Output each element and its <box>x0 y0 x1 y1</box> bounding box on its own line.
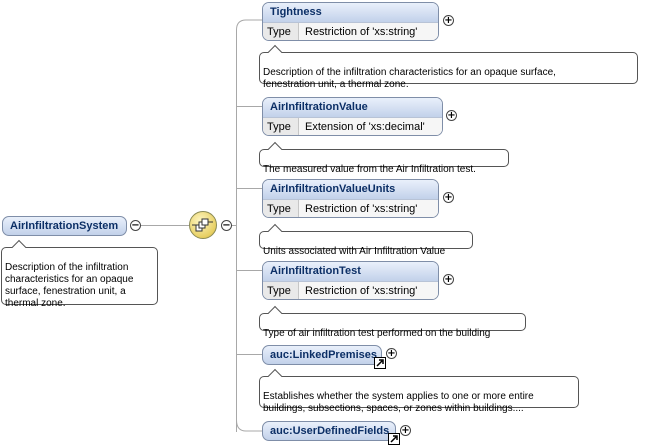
sequence-compositor-icon[interactable] <box>189 211 217 239</box>
element-documentation: The measured value from the Air Infiltra… <box>259 149 509 175</box>
arrow-glyph <box>376 359 384 367</box>
type-row: Type Restriction of 'xs:string' <box>263 199 438 217</box>
element-documentation: Units associated with Air Infiltration V… <box>259 231 473 257</box>
element-documentation: Type of air infiltration test performed … <box>259 313 526 339</box>
element-linked-premises[interactable]: auc:LinkedPremises <box>262 345 382 365</box>
root-collapse-icon[interactable]: − <box>130 220 141 231</box>
element-air-infiltration-value[interactable]: AirInfiltrationValue Type Extension of '… <box>262 97 443 136</box>
root-element-title: AirInfiltrationSystem <box>10 220 119 232</box>
type-row: Type Extension of 'xs:decimal' <box>263 117 442 135</box>
element-documentation: Description of the infiltration characte… <box>259 52 638 90</box>
element-title: AirInfiltrationValue <box>263 98 442 117</box>
type-label: Type <box>263 23 299 40</box>
expand-icon[interactable]: + <box>386 348 397 359</box>
type-label: Type <box>263 118 299 135</box>
type-value: Restriction of 'xs:string' <box>299 282 438 299</box>
arrow-glyph <box>390 435 398 443</box>
root-element-box[interactable]: AirInfiltrationSystem <box>2 216 127 236</box>
type-label: Type <box>263 282 299 299</box>
element-title: AirInfiltrationTest <box>263 262 438 281</box>
element-air-infiltration-test[interactable]: AirInfiltrationTest Type Restriction of … <box>262 261 439 300</box>
root-documentation: Description of the infiltration characte… <box>1 247 158 309</box>
element-air-infiltration-value-units[interactable]: AirInfiltrationValueUnits Type Restricti… <box>262 179 439 218</box>
expand-icon[interactable]: + <box>446 110 457 121</box>
expand-icon[interactable]: + <box>443 274 454 285</box>
element-documentation: Establishes whether the system applies t… <box>259 376 579 414</box>
type-value: Restriction of 'xs:string' <box>299 200 438 217</box>
expand-icon[interactable]: + <box>400 425 411 436</box>
reference-arrow-icon <box>374 357 386 369</box>
element-user-defined-fields[interactable]: auc:UserDefinedFields <box>262 421 396 441</box>
expand-icon[interactable]: + <box>443 15 454 26</box>
element-tightness[interactable]: Tightness Type Restriction of 'xs:string… <box>262 2 439 41</box>
compositor-collapse-icon[interactable]: − <box>221 220 232 231</box>
type-value: Restriction of 'xs:string' <box>299 23 438 40</box>
type-row: Type Restriction of 'xs:string' <box>263 281 438 299</box>
reference-arrow-icon <box>388 433 400 445</box>
element-title: AirInfiltrationValueUnits <box>263 180 438 199</box>
sequence-glyph <box>192 218 213 232</box>
expand-icon[interactable]: + <box>443 192 454 203</box>
type-row: Type Restriction of 'xs:string' <box>263 22 438 40</box>
type-value: Extension of 'xs:decimal' <box>299 118 442 135</box>
element-title: Tightness <box>263 3 438 22</box>
type-label: Type <box>263 200 299 217</box>
